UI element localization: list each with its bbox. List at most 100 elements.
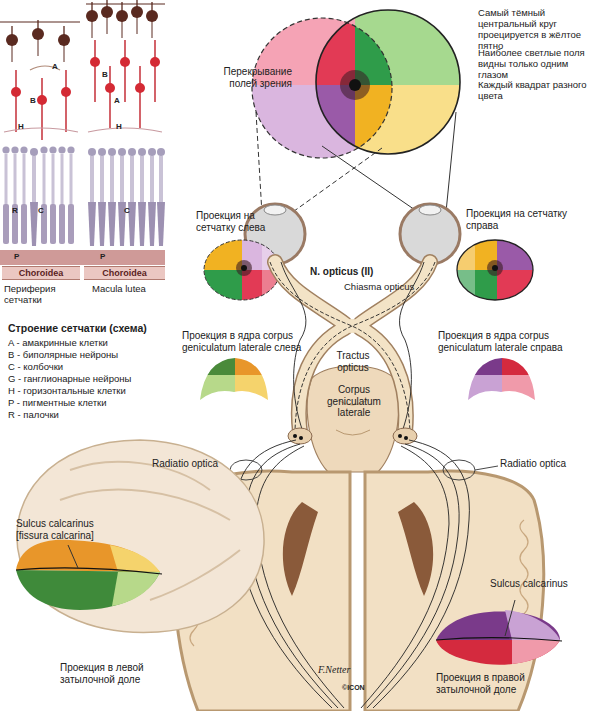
projection-line <box>290 148 382 214</box>
overlap-quadrant <box>355 0 475 85</box>
ganglion-cell <box>86 2 98 38</box>
radiation-fiber <box>361 446 449 708</box>
label: ©ICON <box>342 684 382 692</box>
label: P <box>14 252 28 261</box>
projection-quadrant <box>200 236 242 270</box>
cone <box>88 148 96 246</box>
field-quadrant <box>355 0 475 85</box>
cone <box>98 148 106 246</box>
label: A <box>114 96 128 105</box>
label: B <box>30 96 44 105</box>
occipital-lower-light <box>112 572 160 606</box>
projection-line <box>322 146 418 212</box>
field-quadrant <box>355 85 475 175</box>
ganglion-cell <box>6 26 18 62</box>
bipolar-cell <box>150 40 160 102</box>
lgn-zone <box>235 375 275 405</box>
bipolar-cell <box>90 40 100 102</box>
band: Choroidea <box>84 266 165 280</box>
macula <box>236 260 252 276</box>
lgn-zone <box>462 375 502 405</box>
band-text: Choroidea <box>102 268 147 278</box>
rod <box>40 146 47 244</box>
label: P - пигментные клетки <box>8 398 178 409</box>
lgn-right <box>393 428 417 444</box>
rod <box>20 146 27 244</box>
lgn-zone <box>502 375 542 405</box>
fovea <box>492 265 498 271</box>
leader-line <box>505 600 515 636</box>
label: Chiasma opticus <box>344 282 424 293</box>
macula <box>487 260 503 276</box>
occipital-lower <box>436 640 560 665</box>
label: Строение сетчатки (схема) <box>8 322 178 334</box>
label: H <box>116 122 130 131</box>
label: Проекция в ядра corpus geniculatum later… <box>438 330 578 353</box>
label: Проекция в левой затылочной доле <box>60 662 180 685</box>
horizontal-cell <box>88 128 162 132</box>
label: R <box>12 206 26 215</box>
ventricle <box>283 502 318 596</box>
label: Перекрывание полей зрения <box>196 66 292 89</box>
projection-lines <box>256 112 456 214</box>
ganglion-cell <box>101 0 113 34</box>
radiation-marker <box>443 460 475 480</box>
label: Macula lutea <box>92 284 172 295</box>
lgn-left <box>288 428 312 444</box>
label: C <box>38 206 52 215</box>
label: F.Netter <box>318 664 378 676</box>
nerve-fiber <box>86 3 165 4</box>
leader-line <box>475 466 498 470</box>
occipital-upper-light <box>505 610 560 640</box>
label: Radiatio optica <box>500 458 580 470</box>
band-text: Choroidea <box>19 268 64 278</box>
label: Sulcus calcarinus <box>490 578 580 590</box>
nerve-fiber <box>0 21 80 22</box>
macula-field <box>340 70 370 100</box>
lgn-zone <box>195 355 235 375</box>
cone <box>118 148 126 246</box>
label: Проекция на сетчатку справа <box>466 208 576 231</box>
fovea-field <box>349 79 361 91</box>
cone <box>128 148 136 246</box>
bipolar-cell <box>120 40 130 102</box>
rod <box>49 146 56 244</box>
label: Radiatio optica <box>152 458 222 470</box>
radiation-fiber <box>367 444 459 708</box>
retina-schema <box>0 0 165 265</box>
rod <box>2 146 9 244</box>
label: B <box>102 70 116 79</box>
label: A - амакринные клетки <box>8 338 178 349</box>
lgn-zone <box>462 355 502 375</box>
lens <box>264 205 286 215</box>
leader-line <box>68 545 78 568</box>
overlap-quadrant <box>355 85 475 175</box>
label: Проекция на сетчатку слева <box>196 210 266 233</box>
ganglion-cell <box>58 26 70 62</box>
cone <box>108 148 116 246</box>
brain-medial-view <box>17 440 264 632</box>
pigment-layer <box>0 250 165 265</box>
occipital-upper <box>16 540 160 572</box>
lgn-dot <box>398 434 402 438</box>
rod <box>11 146 18 244</box>
calcarine-sulcus <box>16 568 162 574</box>
label: C - колбочки <box>8 362 178 373</box>
label: Самый тёмный центральный круг проецирует… <box>478 8 588 52</box>
brainstem <box>307 366 399 472</box>
cone <box>157 148 165 246</box>
lens <box>419 205 441 215</box>
bipolar-cell <box>135 66 145 128</box>
label: Наиболее светлые поля видны только одним… <box>478 48 588 81</box>
rod <box>67 146 74 244</box>
ganglion-cell <box>32 20 44 56</box>
lgn-dot <box>299 436 303 440</box>
calcarine-sulcus <box>436 637 562 641</box>
band: Choroidea <box>2 266 80 280</box>
label: H <box>18 122 32 131</box>
lgn-projection-right <box>462 355 542 405</box>
label: G - ганглионарные нейроны <box>8 374 178 385</box>
projection-outline <box>204 240 280 300</box>
field-quadrant <box>355 0 475 85</box>
label: B - биполярные нейроны <box>8 350 178 361</box>
